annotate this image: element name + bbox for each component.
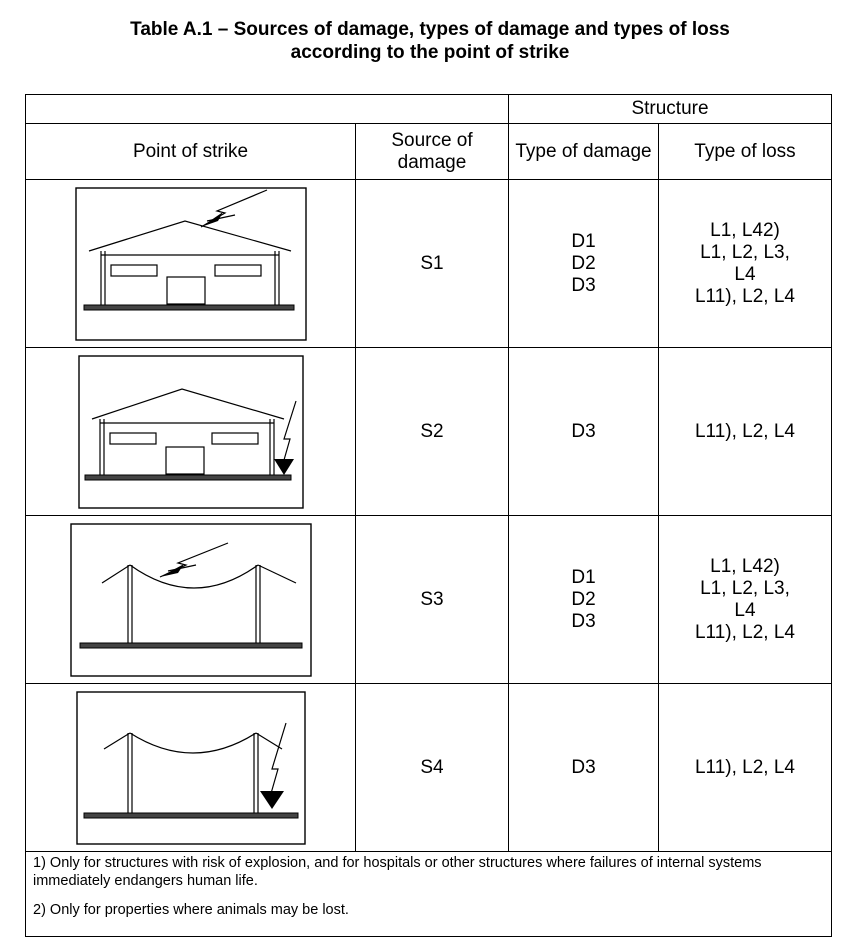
- loss-item: L4: [734, 263, 756, 285]
- damage-item: D2: [571, 588, 596, 610]
- loss-item: L1, L2, L3,: [700, 241, 790, 263]
- loss-item: L1, L42): [710, 555, 780, 577]
- loss-item: L4: [734, 599, 756, 621]
- loss-cell: L11), L2, L4: [658, 347, 832, 516]
- source-cell: S2: [355, 347, 509, 516]
- loss-item: L11), L2, L4: [694, 285, 795, 307]
- loss-item: L1, L2, L3,: [700, 577, 790, 599]
- header-point-of-strike: Point of strike: [25, 123, 356, 180]
- footnotes-cell: 1) Only for structures with risk of expl…: [25, 851, 832, 937]
- damage-item: D1: [571, 230, 596, 252]
- point-of-strike-cell: [25, 179, 356, 348]
- loss-cell: L1, L42) L1, L2, L3, L4 L11), L2, L4: [658, 515, 832, 684]
- damage-item: D3: [571, 610, 596, 632]
- point-of-strike-cell: [25, 347, 356, 516]
- damage-loss-table: Structure Point of strike Source of dama…: [25, 94, 832, 937]
- loss-item: L11), L2, L4: [694, 420, 795, 442]
- loss-cell: L11), L2, L4: [658, 683, 832, 852]
- table-row: S3 D1 D2 D3 L1, L42) L1, L2, L3, L4 L11)…: [25, 515, 832, 684]
- damage-item: D3: [571, 756, 596, 778]
- footnote-1: 1) Only for structures with risk of expl…: [33, 855, 762, 889]
- damage-cell: D1 D2 D3: [508, 179, 659, 348]
- header-type-of-damage: Type of damage: [508, 123, 659, 180]
- header-row-2: Point of strike Source of damage Type of…: [25, 123, 832, 180]
- footnote-2: 2) Only for properties where animals may…: [33, 902, 349, 918]
- lightning-striking-ground-near-line-icon: [75, 690, 306, 845]
- source-cell: S4: [355, 683, 509, 852]
- table-row: S2 D3 L11), L2, L4: [25, 347, 832, 516]
- damage-item: D1: [571, 566, 596, 588]
- damage-item: D3: [571, 420, 596, 442]
- header-type-of-loss: Type of loss: [658, 123, 832, 180]
- source-cell: S3: [355, 515, 509, 684]
- damage-item: D3: [571, 274, 596, 296]
- damage-cell: D3: [508, 683, 659, 852]
- table-row: S1 D1 D2 D3 L1, L42) L1, L2, L3, L4 L11)…: [25, 179, 832, 348]
- lightning-striking-structure-roof-icon: [74, 186, 307, 341]
- lightning-striking-service-line-icon: [69, 522, 312, 677]
- header-row-1: Structure: [25, 94, 832, 124]
- table-row: S4 D3 L11), L2, L4: [25, 683, 832, 852]
- loss-item: L1, L42): [710, 219, 780, 241]
- point-of-strike-cell: [25, 515, 356, 684]
- damage-item: D2: [571, 252, 596, 274]
- loss-item: L11), L2, L4: [694, 621, 795, 643]
- loss-item: L11), L2, L4: [694, 756, 795, 778]
- table-title: Table A.1 – Sources of damage, types of …: [0, 18, 860, 64]
- loss-cell: L1, L42) L1, L2, L3, L4 L11), L2, L4: [658, 179, 832, 348]
- header-structure: Structure: [508, 94, 832, 124]
- table-title-line-2: according to the point of strike: [290, 42, 570, 63]
- table-title-line-1: Table A.1 – Sources of damage, types of …: [130, 19, 730, 40]
- header-blank-cell: [25, 94, 509, 124]
- source-cell: S1: [355, 179, 509, 348]
- header-source-of-damage: Source of damage: [355, 123, 509, 180]
- footnotes-row: 1) Only for structures with risk of expl…: [25, 851, 832, 937]
- point-of-strike-cell: [25, 683, 356, 852]
- damage-cell: D1 D2 D3: [508, 515, 659, 684]
- lightning-striking-ground-near-structure-icon: [77, 354, 304, 509]
- damage-cell: D3: [508, 347, 659, 516]
